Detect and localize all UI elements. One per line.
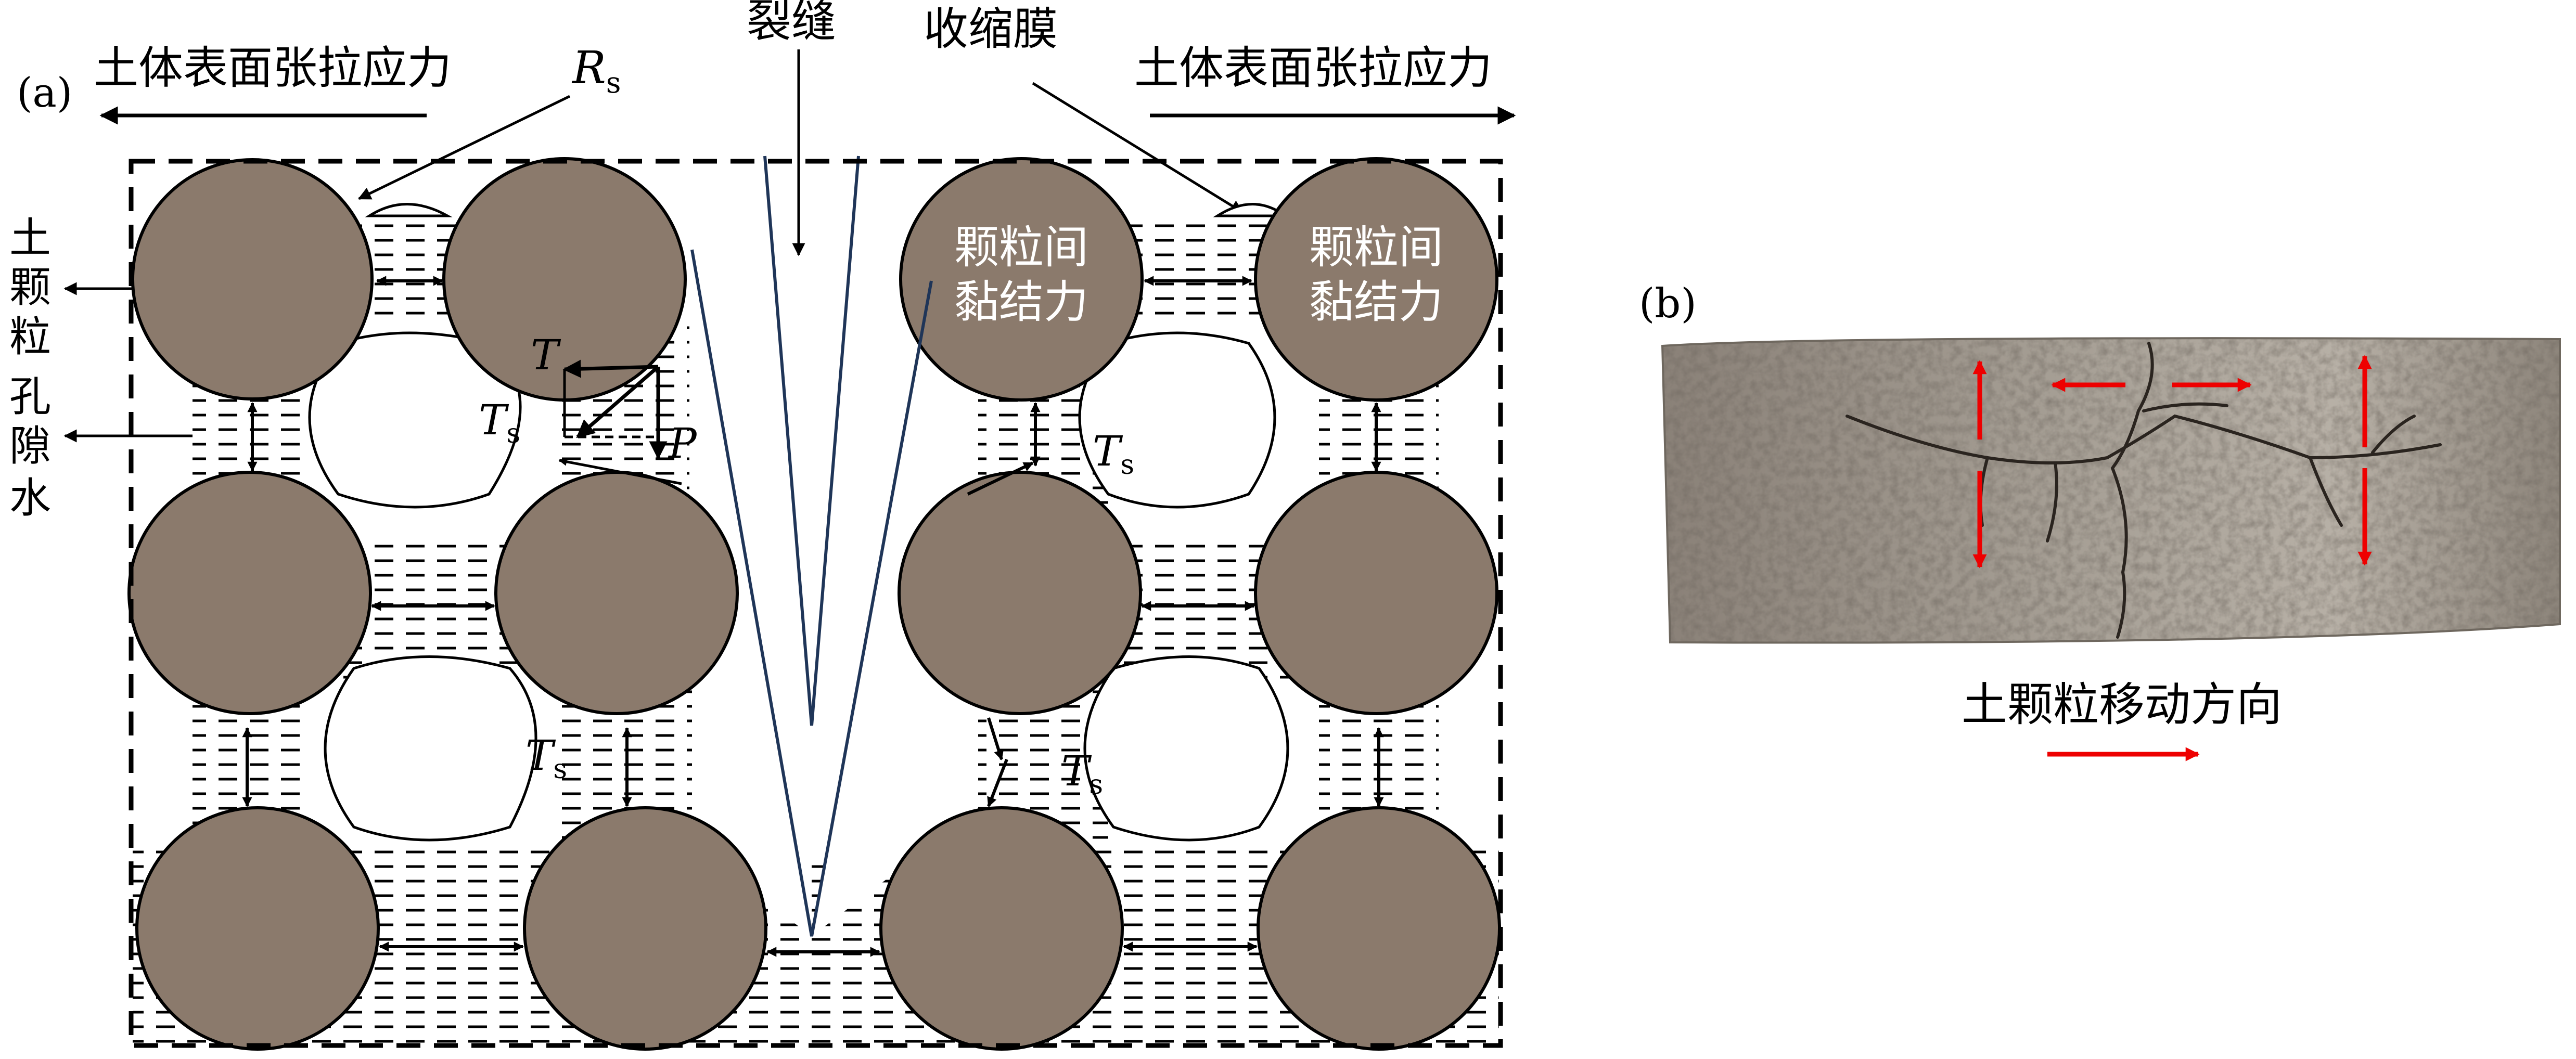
- pore-left-lower: [324, 655, 537, 842]
- sample-cracks: [1846, 342, 2442, 639]
- pore-left-upper: [308, 331, 522, 509]
- particle: [879, 806, 1124, 1051]
- svg-text:土: 土: [9, 214, 51, 262]
- particle: [1254, 471, 1498, 715]
- film-label: 收缩膜: [924, 3, 1058, 55]
- svg-text:颗: 颗: [9, 263, 51, 312]
- tension-label-right: 土体表面张拉应力: [1134, 42, 1492, 94]
- svg-text:黏结力: 黏结力: [954, 276, 1088, 328]
- rs-label: Rs: [571, 42, 621, 100]
- panel-b: (b) 土颗粒移动方向: [1639, 280, 2561, 761]
- meniscus-top-left: [365, 203, 453, 217]
- p-label: P: [668, 419, 697, 468]
- crack-label: 裂缝: [747, 0, 836, 47]
- particle: [523, 806, 767, 1051]
- particle: [1254, 157, 1498, 402]
- force-diagram: [558, 359, 682, 485]
- svg-text:孔: 孔: [9, 372, 51, 421]
- panel-b-label: (b): [1639, 280, 1697, 327]
- svg-text:粒: 粒: [9, 313, 51, 361]
- sample-boundary: [129, 159, 1503, 1048]
- pore-right-lower: [1083, 655, 1289, 842]
- sample-movement-arrows: [1972, 355, 2372, 569]
- ts-label-2: Ts: [1093, 427, 1134, 481]
- particle: [899, 157, 1144, 402]
- soil-particles: [127, 157, 1501, 1051]
- tension-label-left: 土体表面张拉应力: [94, 42, 452, 94]
- bond-label-right: 颗粒间 黏结力: [1309, 222, 1443, 328]
- soil-particle-label: 土 颗 粒: [9, 214, 51, 361]
- particle: [1257, 806, 1501, 1051]
- crack-lines: [690, 156, 933, 937]
- panel-a-label: (a): [17, 70, 72, 117]
- interparticle-arrows: [242, 276, 1384, 957]
- particle: [898, 471, 1142, 715]
- film-pointer: [1032, 82, 1244, 214]
- rs-pointer: [357, 95, 571, 200]
- movement-direction-caption: 土颗粒移动方向: [1962, 678, 2282, 731]
- pore-right-upper: [1078, 331, 1276, 509]
- bond-label-left: 颗粒间 黏结力: [954, 222, 1088, 328]
- t-label: T: [531, 331, 561, 379]
- svg-text:水: 水: [9, 474, 51, 522]
- svg-text:隙: 隙: [9, 422, 51, 470]
- crack-wedge-fill: [692, 250, 931, 936]
- particle: [127, 471, 372, 715]
- svg-text:颗粒间: 颗粒间: [1309, 222, 1443, 274]
- panel-a: (a) 土体表面张拉应力 土体表面张拉应力 Rs 裂缝 收缩膜 土 颗 粒 孔 …: [9, 0, 1516, 1051]
- particle: [135, 806, 380, 1051]
- svg-text:黏结力: 黏结力: [1309, 276, 1443, 328]
- pore-water-label: 孔 隙 水: [9, 372, 51, 522]
- air-pores: [308, 203, 1289, 863]
- ts-label-4: Ts: [1061, 747, 1103, 800]
- ts-label-1: Ts: [479, 396, 520, 449]
- svg-text:颗粒间: 颗粒间: [954, 222, 1088, 274]
- ts-label-3: Ts: [526, 731, 567, 785]
- particle: [494, 471, 739, 715]
- particle: [131, 158, 374, 401]
- particle: [442, 157, 687, 402]
